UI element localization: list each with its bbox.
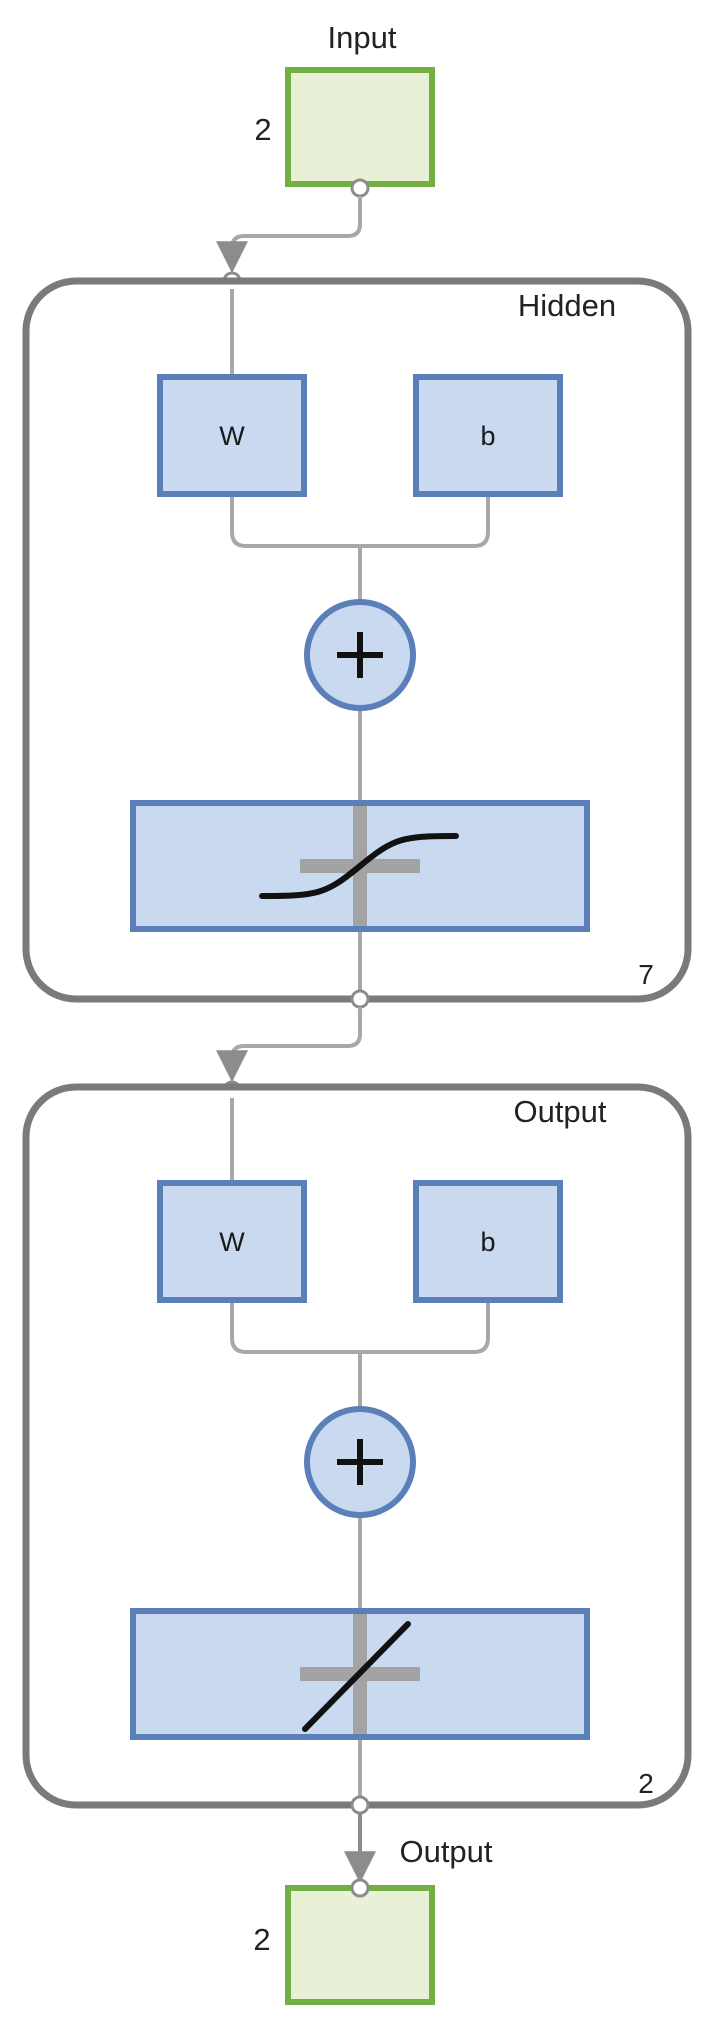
output-layer-size: 2 xyxy=(638,1768,654,1799)
wire-input-to-hidden xyxy=(216,196,362,274)
plus-icon xyxy=(337,632,383,678)
input-box xyxy=(285,67,435,187)
wire-hidden-to-output xyxy=(216,1007,362,1083)
input-port xyxy=(350,178,370,198)
sigmoid-curve-icon xyxy=(259,833,459,899)
output-size: 2 xyxy=(253,1922,270,1957)
output-port xyxy=(350,1878,370,1898)
hidden-layer-title: Hidden xyxy=(518,288,616,323)
input-title: Input xyxy=(328,20,397,55)
hidden-weight-label: W xyxy=(219,421,245,451)
output-weight-box xyxy=(157,1180,307,1303)
output-weight-label: W xyxy=(219,1227,245,1257)
input-size: 2 xyxy=(254,112,271,147)
hidden-bias-box xyxy=(413,374,563,497)
output-layer-title: Output xyxy=(513,1094,606,1129)
output-layer-output-port xyxy=(350,1795,370,1815)
output-bias-label: b xyxy=(480,1227,495,1257)
hidden-output-port xyxy=(350,989,370,1009)
output-bias-box xyxy=(413,1180,563,1303)
hidden-layer-size: 7 xyxy=(638,959,654,990)
plus-icon xyxy=(337,1439,383,1485)
output-box xyxy=(285,1885,435,2005)
output-title: Output xyxy=(399,1834,492,1869)
hidden-weight-box xyxy=(157,374,307,497)
hidden-bias-label: b xyxy=(480,421,495,451)
linear-line-icon xyxy=(302,1621,411,1732)
